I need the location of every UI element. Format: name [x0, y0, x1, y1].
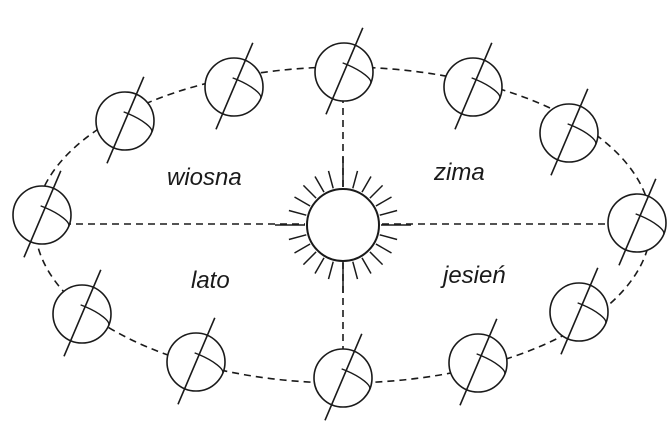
globe-axis: [618, 178, 657, 266]
sun-ray: [369, 251, 384, 266]
sun-rays: [275, 157, 411, 293]
sun-ray: [361, 257, 372, 274]
earth-globe-icon: [52, 269, 112, 357]
earth-globe-icon: [204, 42, 264, 130]
earth-globe-icon: [314, 27, 374, 115]
earth-globe-icon: [448, 318, 508, 406]
season-labels: wiosna zima lato jesień: [167, 159, 506, 294]
earth-globe-icon: [95, 76, 155, 164]
earth-globe-icon: [539, 88, 599, 176]
earth-positions: [12, 27, 667, 421]
sun-ray: [302, 251, 317, 266]
globe-axis: [63, 269, 102, 357]
sun-ray: [352, 261, 359, 280]
globe-axis: [325, 27, 364, 115]
earth-globe-icon: [166, 317, 226, 405]
globe-axis: [560, 267, 599, 355]
globe-axis: [177, 317, 216, 405]
globe-axis: [106, 76, 145, 164]
sun-ray: [369, 184, 384, 199]
sun-ray: [327, 261, 334, 280]
globe-axis: [459, 318, 498, 406]
sun-icon: [275, 157, 411, 293]
sun-ray: [294, 196, 311, 207]
sun-ray: [314, 176, 325, 193]
season-label-summer: lato: [191, 267, 230, 294]
sun-ray: [302, 184, 317, 199]
sun-ray: [288, 209, 307, 216]
sun-ray: [375, 243, 392, 254]
sun-ray: [294, 243, 311, 254]
earth-globe-icon: [313, 333, 373, 421]
globe-axis: [454, 42, 493, 130]
sun-ray: [288, 234, 307, 241]
earth-globe-icon: [549, 267, 609, 355]
globe-axis: [23, 170, 62, 258]
globe-axis: [215, 42, 254, 130]
season-label-autumn: jesień: [440, 262, 506, 289]
sun-disc: [306, 188, 380, 262]
earth-globe-icon: [12, 170, 72, 258]
sun-ray: [352, 170, 359, 189]
season-label-winter: zima: [433, 159, 485, 186]
earth-globe-icon: [443, 42, 503, 130]
season-label-spring: wiosna: [167, 164, 242, 191]
sun-ray: [361, 176, 372, 193]
sun-ray: [375, 196, 392, 207]
globe-axis: [550, 88, 589, 176]
sun-ray: [379, 234, 398, 241]
earth-globe-icon: [607, 178, 667, 266]
globe-axis: [324, 333, 363, 421]
sun-ray: [327, 170, 334, 189]
sun-ray: [379, 209, 398, 216]
sun-ray: [314, 257, 325, 274]
